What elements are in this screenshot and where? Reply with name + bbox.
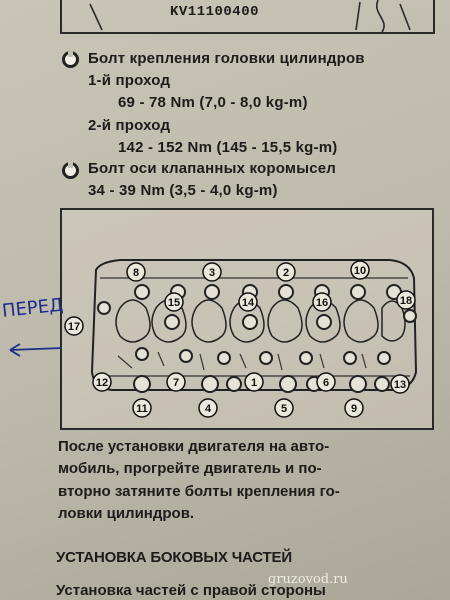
paragraph-line: ловки цилиндров. <box>58 505 195 522</box>
bolt-label: 16 <box>316 297 328 309</box>
bolt-label: 18 <box>400 295 412 307</box>
bolt-label: 5 <box>281 403 287 415</box>
spec1-pass2-value: 142 - 152 Nm (145 - 15,5 kg-m) <box>118 139 338 156</box>
cylinder-head-drawing: 8 3 2 10 15 14 16 18 17 12 7 1 6 13 11 4… <box>64 259 418 418</box>
bolt-label: 6 <box>323 377 329 389</box>
top-figure-frame <box>60 0 435 34</box>
bolt-label: 15 <box>168 297 180 309</box>
cut-off-line: Установка частей с правой стороны <box>56 582 326 599</box>
bolt-label: 10 <box>354 265 366 277</box>
torque-wrench-icon <box>62 161 79 179</box>
spec1-pass2-label: 2-й проход <box>88 117 171 134</box>
paragraph-line: мобиль, прогрейте двигатель и по- <box>58 460 322 477</box>
bolt-label: 2 <box>283 267 289 279</box>
watermark: gruzovod.ru <box>268 572 348 587</box>
tool-code: KV11100400 <box>170 4 260 20</box>
bolt-label: 3 <box>209 267 215 279</box>
bolt-label: 14 <box>242 297 255 309</box>
bolt-label: 17 <box>68 321 80 333</box>
section-title: УСТАНОВКА БОКОВЫХ ЧАСТЕЙ <box>56 549 292 566</box>
bolt-label: 13 <box>394 379 406 391</box>
bolt-label: 8 <box>133 267 139 279</box>
bolt-label: 7 <box>173 377 179 389</box>
bolt-label: 9 <box>351 403 357 415</box>
paragraph-line: После установки двигателя на авто- <box>58 438 330 455</box>
spec1-title: Болт крепления головки цилиндров <box>88 50 365 67</box>
top-figure-sketch <box>89 0 411 33</box>
handwritten-front-arrow: ПЕРЕД <box>1 295 64 357</box>
spec2-value: 34 - 39 Nm (3,5 - 4,0 kg-m) <box>88 182 278 199</box>
bolt-label: 11 <box>136 403 148 415</box>
spec1-pass1-value: 69 - 78 Nm (7,0 - 8,0 kg-m) <box>118 94 308 111</box>
torque-wrench-icon <box>62 50 79 68</box>
spec1-pass1-label: 1-й проход <box>88 72 171 89</box>
bolt-number-labels: 8 3 2 10 15 14 16 18 17 12 7 1 6 13 11 4… <box>64 260 416 418</box>
bolt-label: 12 <box>96 377 108 389</box>
bolt-label: 1 <box>251 377 257 389</box>
handwritten-label: ПЕРЕД <box>1 295 64 322</box>
paragraph-line: вторно затяните болты крепления го- <box>58 483 340 500</box>
spec2-title: Болт оси клапанных коромысел <box>88 160 337 177</box>
bolt-label: 4 <box>205 403 212 415</box>
